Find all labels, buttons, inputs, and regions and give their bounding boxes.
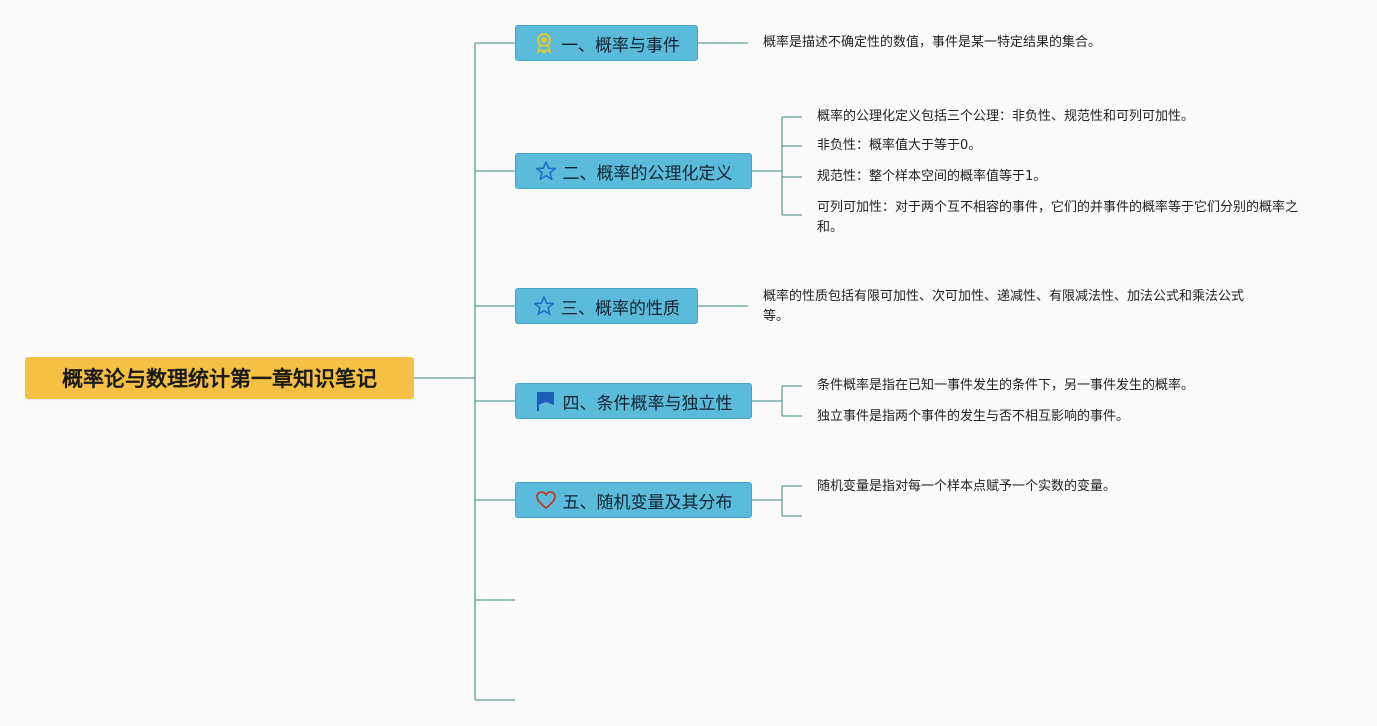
topic-label: 二、概率的公理化定义	[562, 163, 733, 184]
root-topic[interactable]: 概率论与数理统计第一章知识笔记	[25, 357, 414, 399]
note-independent-events[interactable]: 独立事件是指两个事件的发生与否不相互影响的事件。	[817, 409, 1130, 424]
topic-properties[interactable]: 三、概率的性质	[515, 288, 698, 324]
award-ribbon-icon	[533, 32, 555, 54]
topic-probability-events[interactable]: 一、概率与事件	[515, 25, 698, 61]
note-random-variable[interactable]: 随机变量是指对每一个样本点赋予一个实数的变量。	[817, 479, 1117, 494]
star-outline-icon	[535, 160, 557, 182]
note-countable-additivity[interactable]: 可列可加性：对于两个互不相容的事件，它们的并事件的概率等于它们分别的概率之和。	[817, 200, 1299, 235]
note-properties[interactable]: 概率的性质包括有限可加性、次可加性、递减性、有限减法性、加法公式和乘法公式等。	[763, 289, 1245, 324]
note-axioms-overview[interactable]: 概率的公理化定义包括三个公理：非负性、规范性和可列可加性。	[817, 109, 1195, 124]
topic-label: 四、条件概率与独立性	[562, 393, 733, 414]
star-outline-icon	[533, 295, 555, 317]
heart-outline-icon	[535, 489, 557, 511]
topic-random-variables[interactable]: 五、随机变量及其分布	[515, 482, 752, 518]
topic-label: 一、概率与事件	[561, 35, 680, 56]
note-nonnegativity[interactable]: 非负性：概率值大于等于0。	[817, 138, 982, 153]
topic-conditional-independence[interactable]: 四、条件概率与独立性	[515, 383, 752, 419]
topic-axiomatic-definition[interactable]: 二、概率的公理化定义	[515, 153, 752, 189]
topic-label: 三、概率的性质	[561, 298, 680, 319]
note-events-definition[interactable]: 概率是描述不确定性的数值，事件是某一特定结果的集合。	[763, 35, 1102, 50]
topic-label: 五、随机变量及其分布	[562, 492, 733, 513]
note-conditional-probability[interactable]: 条件概率是指在已知一事件发生的条件下，另一事件发生的概率。	[817, 378, 1195, 393]
root-title: 概率论与数理统计第一章知识笔记	[62, 367, 377, 391]
flag-icon	[535, 390, 557, 412]
note-normalization[interactable]: 规范性：整个样本空间的概率值等于1。	[817, 169, 1047, 184]
